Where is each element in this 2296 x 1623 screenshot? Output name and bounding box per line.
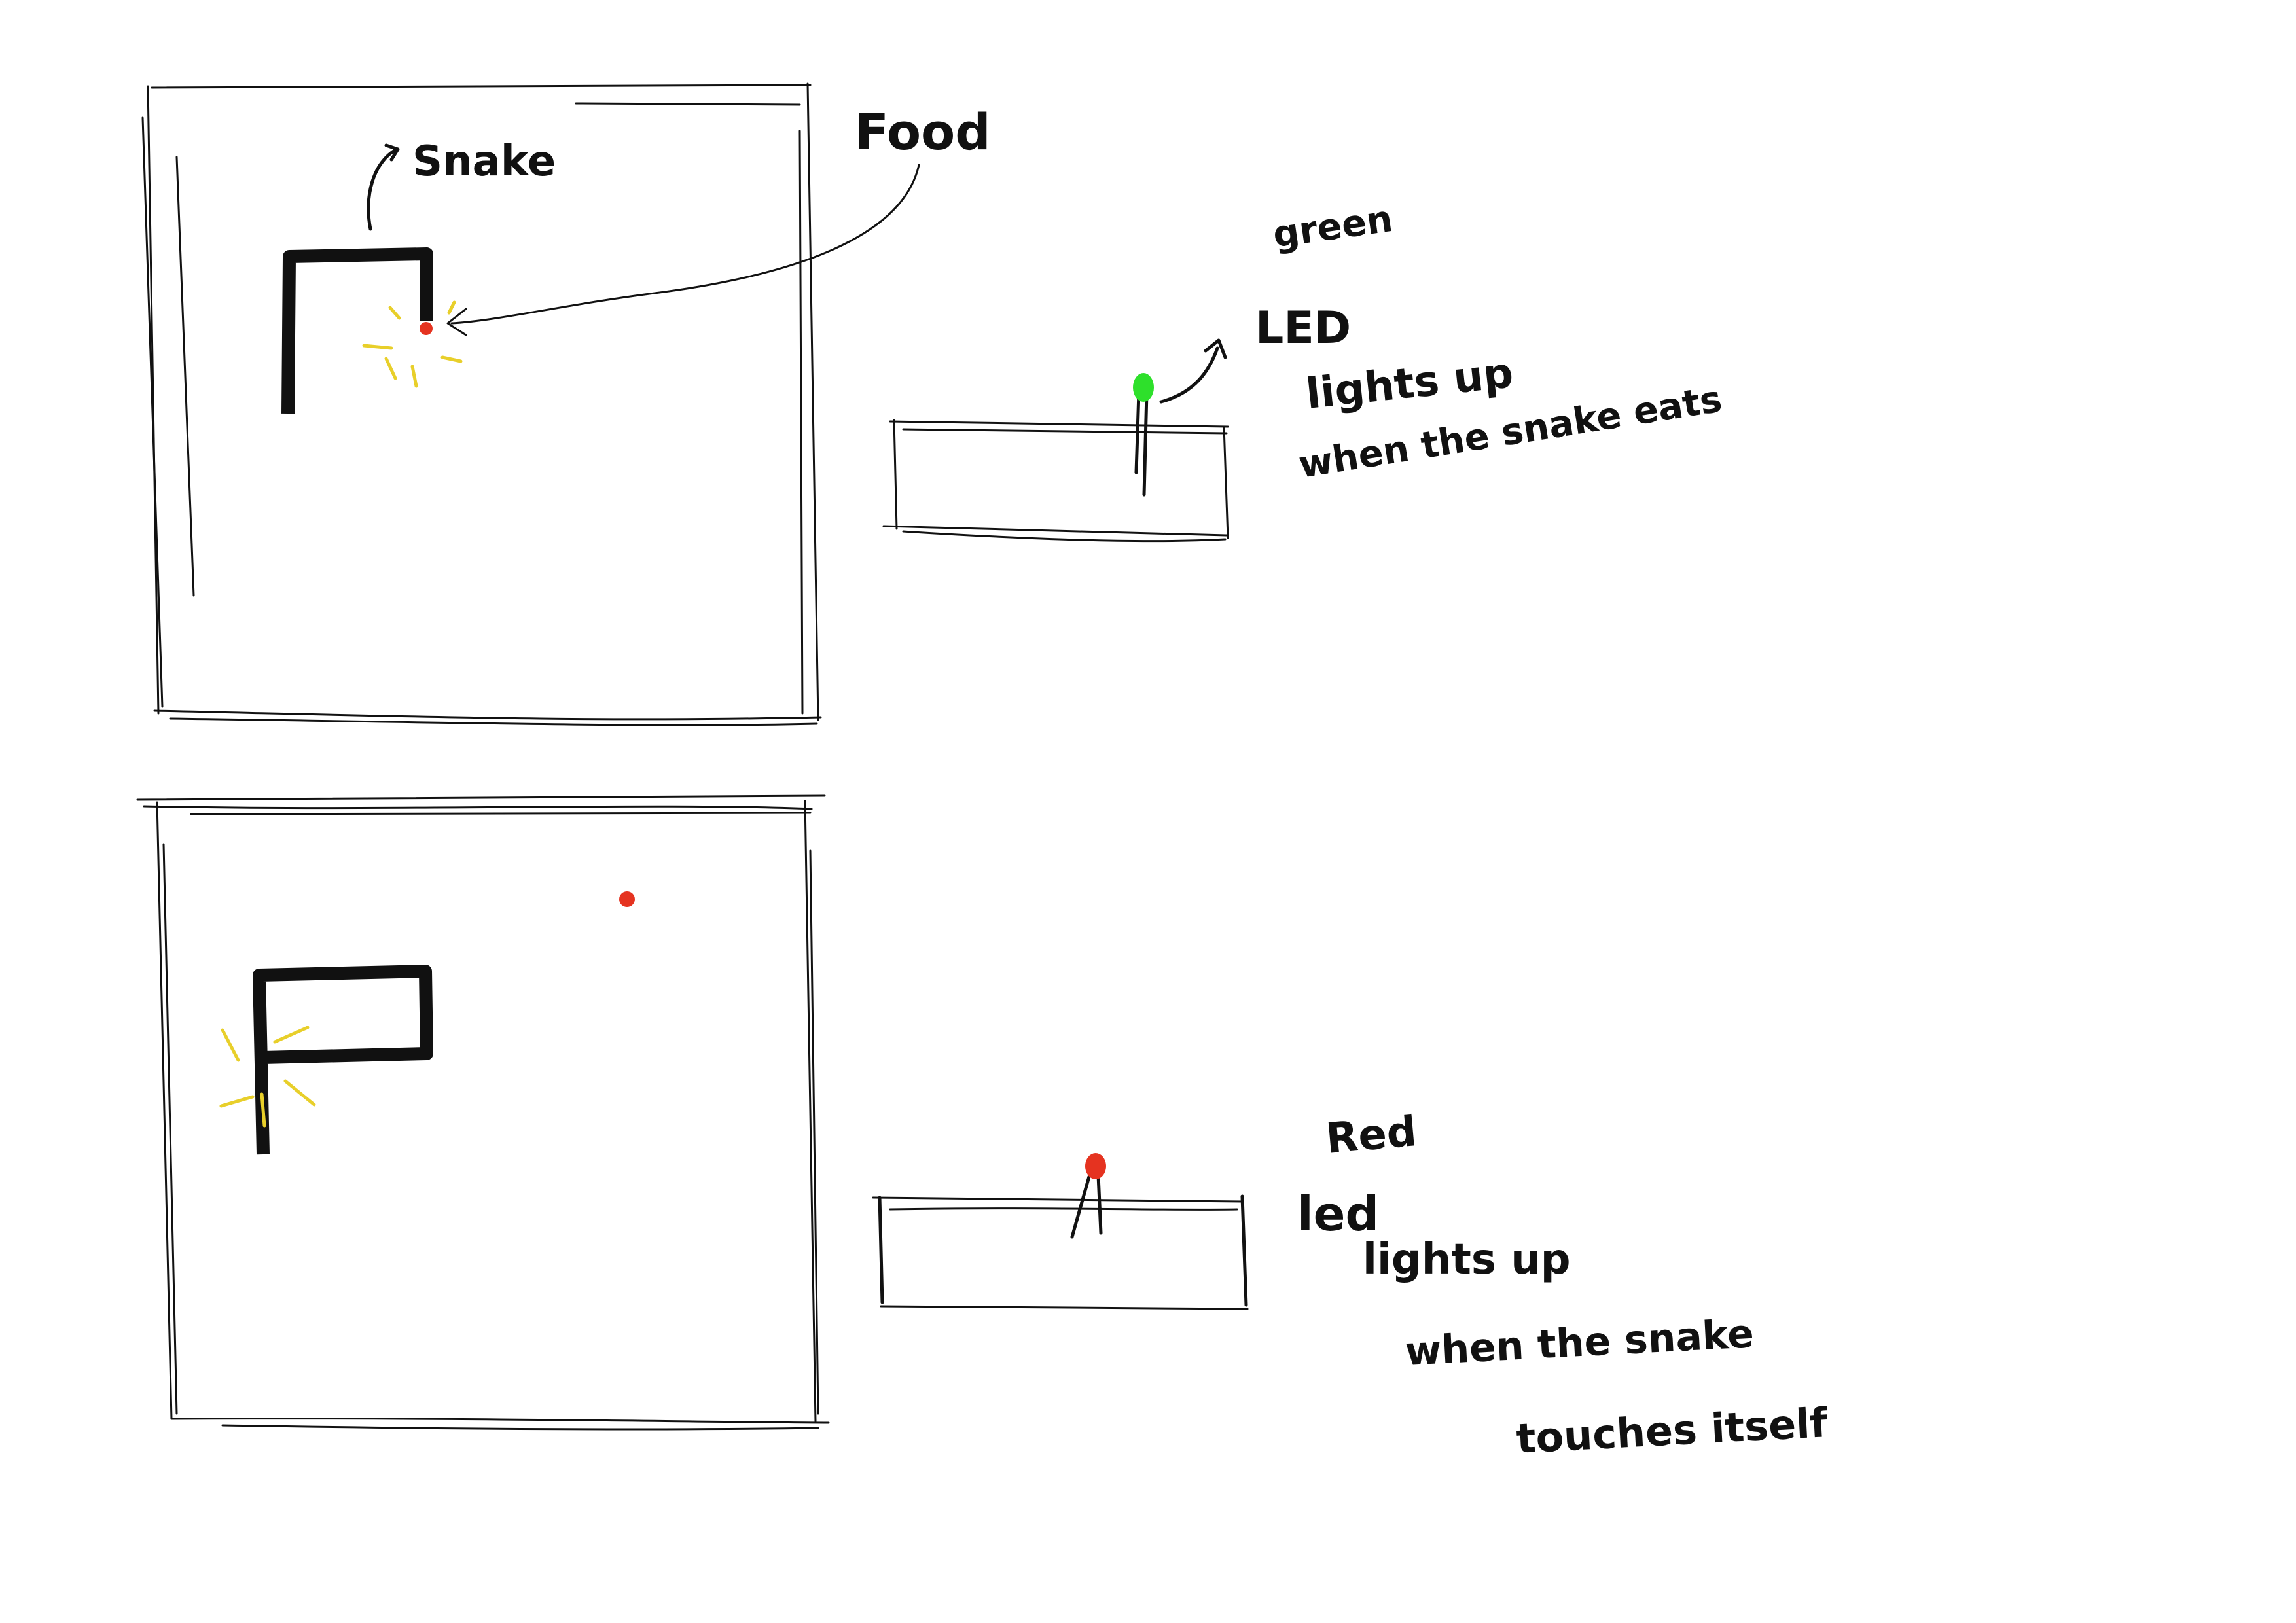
svg-text:when the snake: when the snake bbox=[1404, 1311, 1755, 1375]
snake-label: Snake bbox=[412, 137, 556, 186]
snake-body-1 bbox=[281, 247, 433, 414]
red-led-note: Red led lights up when the snake touches… bbox=[1297, 1107, 1829, 1463]
green-led-arrow bbox=[1159, 338, 1227, 404]
scene-1: Snake Food green LED lights up when the … bbox=[141, 82, 1725, 726]
game-screen-frame-2 bbox=[136, 794, 830, 1431]
led-device-1 bbox=[882, 391, 1229, 543]
snake-body-2 bbox=[253, 965, 433, 1155]
svg-text:lights up: lights up bbox=[1304, 349, 1516, 419]
led-device-2 bbox=[872, 1173, 1249, 1310]
game-screen-frame-1 bbox=[141, 82, 822, 726]
svg-text:LED: LED bbox=[1255, 302, 1351, 354]
svg-text:led: led bbox=[1297, 1186, 1379, 1241]
sparkle-icon-2 bbox=[219, 1026, 316, 1128]
svg-text:lights up: lights up bbox=[1363, 1236, 1571, 1284]
food-label: Food bbox=[855, 103, 991, 161]
food-pointer-arrow bbox=[446, 164, 920, 336]
green-led-note: green LED lights up when the snake eats bbox=[1255, 198, 1725, 487]
red-led-icon bbox=[1085, 1153, 1106, 1179]
svg-text:touches itself: touches itself bbox=[1515, 1399, 1829, 1463]
svg-text:green: green bbox=[1270, 198, 1395, 257]
sparkle-icon-1 bbox=[362, 300, 463, 388]
svg-text:Red: Red bbox=[1324, 1107, 1418, 1164]
snake-pointer-arrow bbox=[367, 143, 400, 231]
green-led-icon bbox=[1133, 373, 1154, 402]
scene-2: Red led lights up when the snake touches… bbox=[136, 794, 1829, 1463]
food-dot-1 bbox=[420, 322, 433, 335]
food-dot-2 bbox=[619, 891, 635, 907]
